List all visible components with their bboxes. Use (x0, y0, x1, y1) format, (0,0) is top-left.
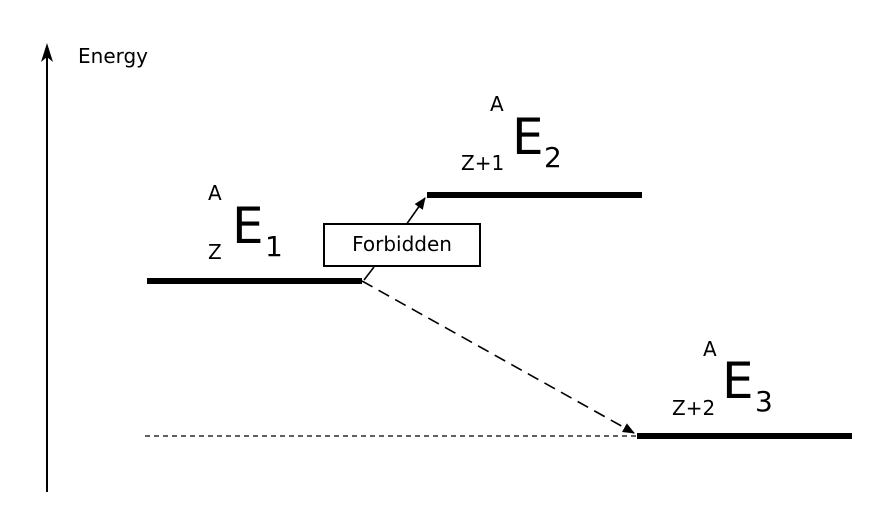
level-e2-subscript: 2 (544, 141, 562, 174)
level-e3-mass-number: A (703, 337, 717, 361)
level-e2-symbol: E (512, 108, 544, 166)
forbidden-leader-line (363, 266, 375, 281)
level-e2-atomic-number: Z+1 (461, 151, 504, 175)
level-e1-symbol: E (232, 197, 264, 255)
decay-arrow-e1-to-e3 (361, 280, 635, 434)
level-e3-symbol: E (722, 352, 754, 410)
level-e1-mass-number: A (208, 181, 222, 205)
energy-axis-arrowhead (41, 43, 53, 62)
forbidden-label-box (323, 223, 481, 267)
forbidden-label: Forbidden (352, 232, 452, 256)
level-e1-subscript: 1 (265, 230, 283, 263)
level-e2-mass-number: A (490, 92, 504, 116)
level-e3-subscript: 3 (755, 385, 773, 418)
energy-axis-label: Energy (78, 44, 148, 68)
level-e1-atomic-number: Z (208, 240, 222, 264)
forbidden-arrow-to-e2 (405, 197, 426, 226)
level-e3-atomic-number: Z+2 (672, 396, 715, 420)
